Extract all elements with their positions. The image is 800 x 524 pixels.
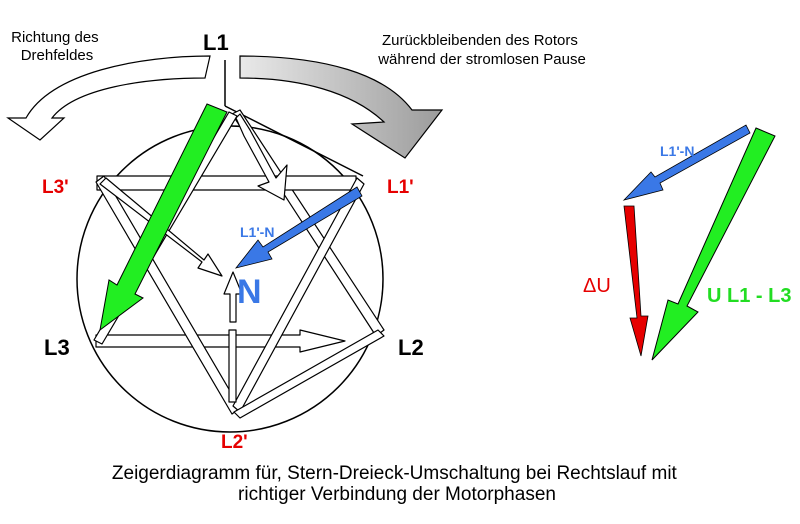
label-l1n-left: L1'-N (240, 224, 274, 240)
arrow-l1p-l3p (96, 175, 357, 191)
figure-caption: Zeigerdiagramm für, Stern-Dreieck-Umscha… (112, 463, 682, 505)
arrow-n-up (223, 271, 243, 323)
green-phasor-l1-l3 (99, 103, 228, 332)
field-direction-arrow (6, 55, 211, 141)
label-l3-prime: L3' (42, 177, 69, 198)
arrow-center-l1 (235, 113, 288, 201)
right-blue-phasor (622, 124, 751, 201)
label-l3: L3 (44, 335, 70, 360)
rotor-lag-label: Zurückbleibenden des Rotors während der … (377, 32, 586, 68)
l1-radius-line (224, 105, 364, 177)
blue-phasor-l1n (234, 186, 363, 269)
label-l2: L2 (398, 335, 424, 360)
right-green-phasor-ul1l3 (651, 127, 776, 361)
label-l1n-right: L1'-N (660, 143, 694, 159)
label-l1-prime: L1' (387, 177, 414, 198)
label-l1: L1 (203, 30, 229, 55)
field-direction-label: Richtung des Drehfeldes (11, 29, 103, 64)
arrow-n-up-2 (228, 329, 237, 403)
arrow-l3-l2 (95, 329, 346, 353)
rotor-lag-arrow (239, 55, 444, 159)
label-u-l1-l3: U L1 - L3 (707, 285, 791, 307)
arrow-l2p-l2 (233, 329, 385, 419)
label-l2-prime: L2' (221, 432, 248, 453)
label-neutral: N (237, 273, 262, 311)
right-red-phasor-du (623, 205, 649, 357)
label-delta-u: ΔU (583, 275, 611, 297)
